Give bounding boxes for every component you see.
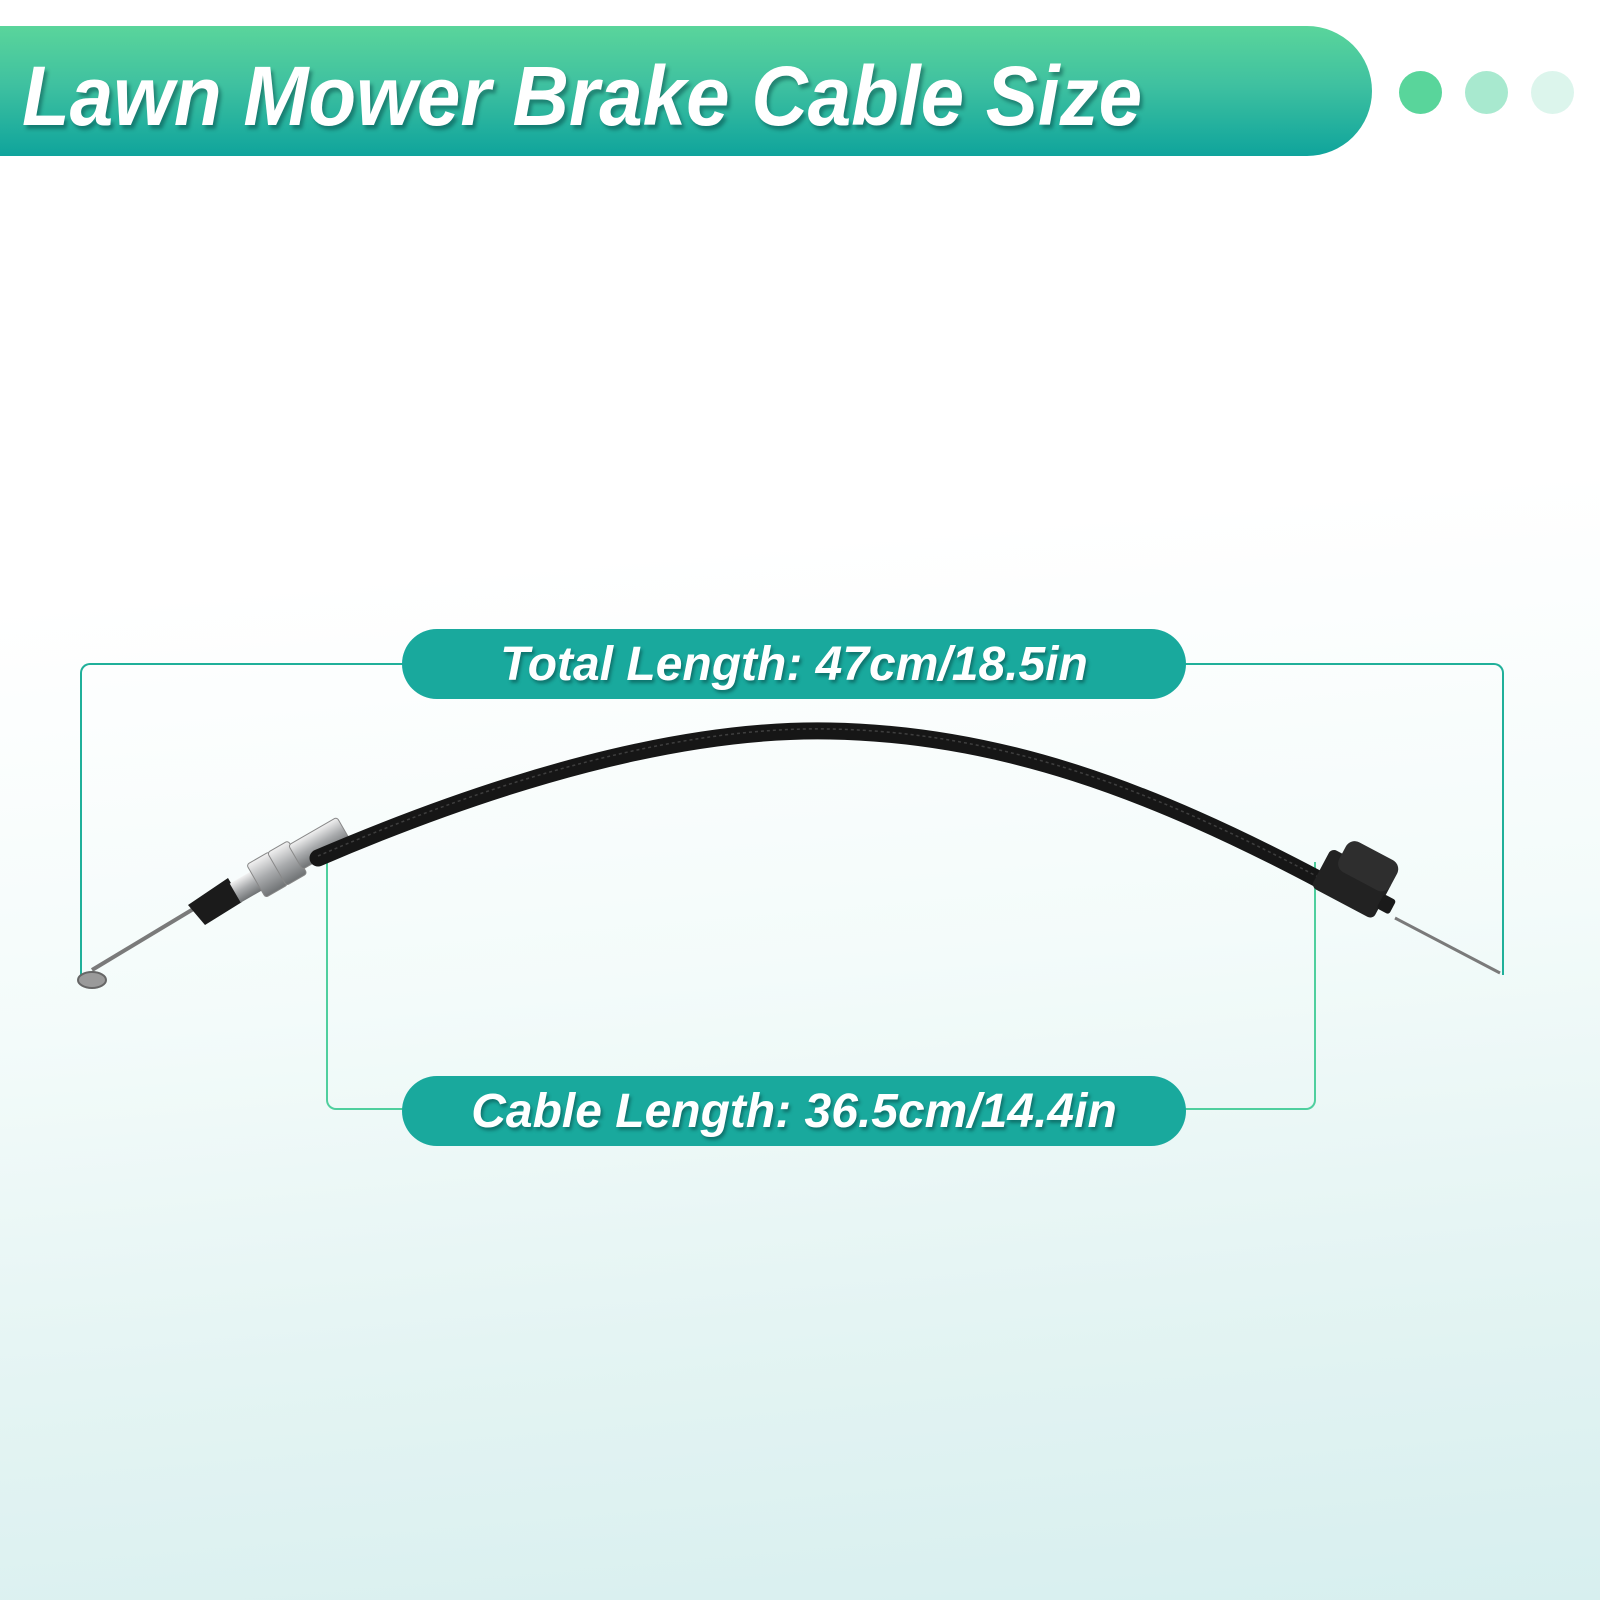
indicator-dot-1 <box>1399 71 1442 114</box>
cable-length-label: Cable Length: 36.5cm/14.4in <box>402 1076 1186 1146</box>
indicator-dot-3 <box>1531 71 1574 114</box>
total-length-text: Total Length: 47cm/18.5in <box>500 637 1088 691</box>
total-length-label: Total Length: 47cm/18.5in <box>402 629 1186 699</box>
page-title: Lawn Mower Brake Cable Size <box>22 49 1143 143</box>
cable-length-text: Cable Length: 36.5cm/14.4in <box>471 1084 1117 1138</box>
indicator-dot-2 <box>1465 71 1508 114</box>
header-banner: Lawn Mower Brake Cable Size <box>0 26 1372 156</box>
